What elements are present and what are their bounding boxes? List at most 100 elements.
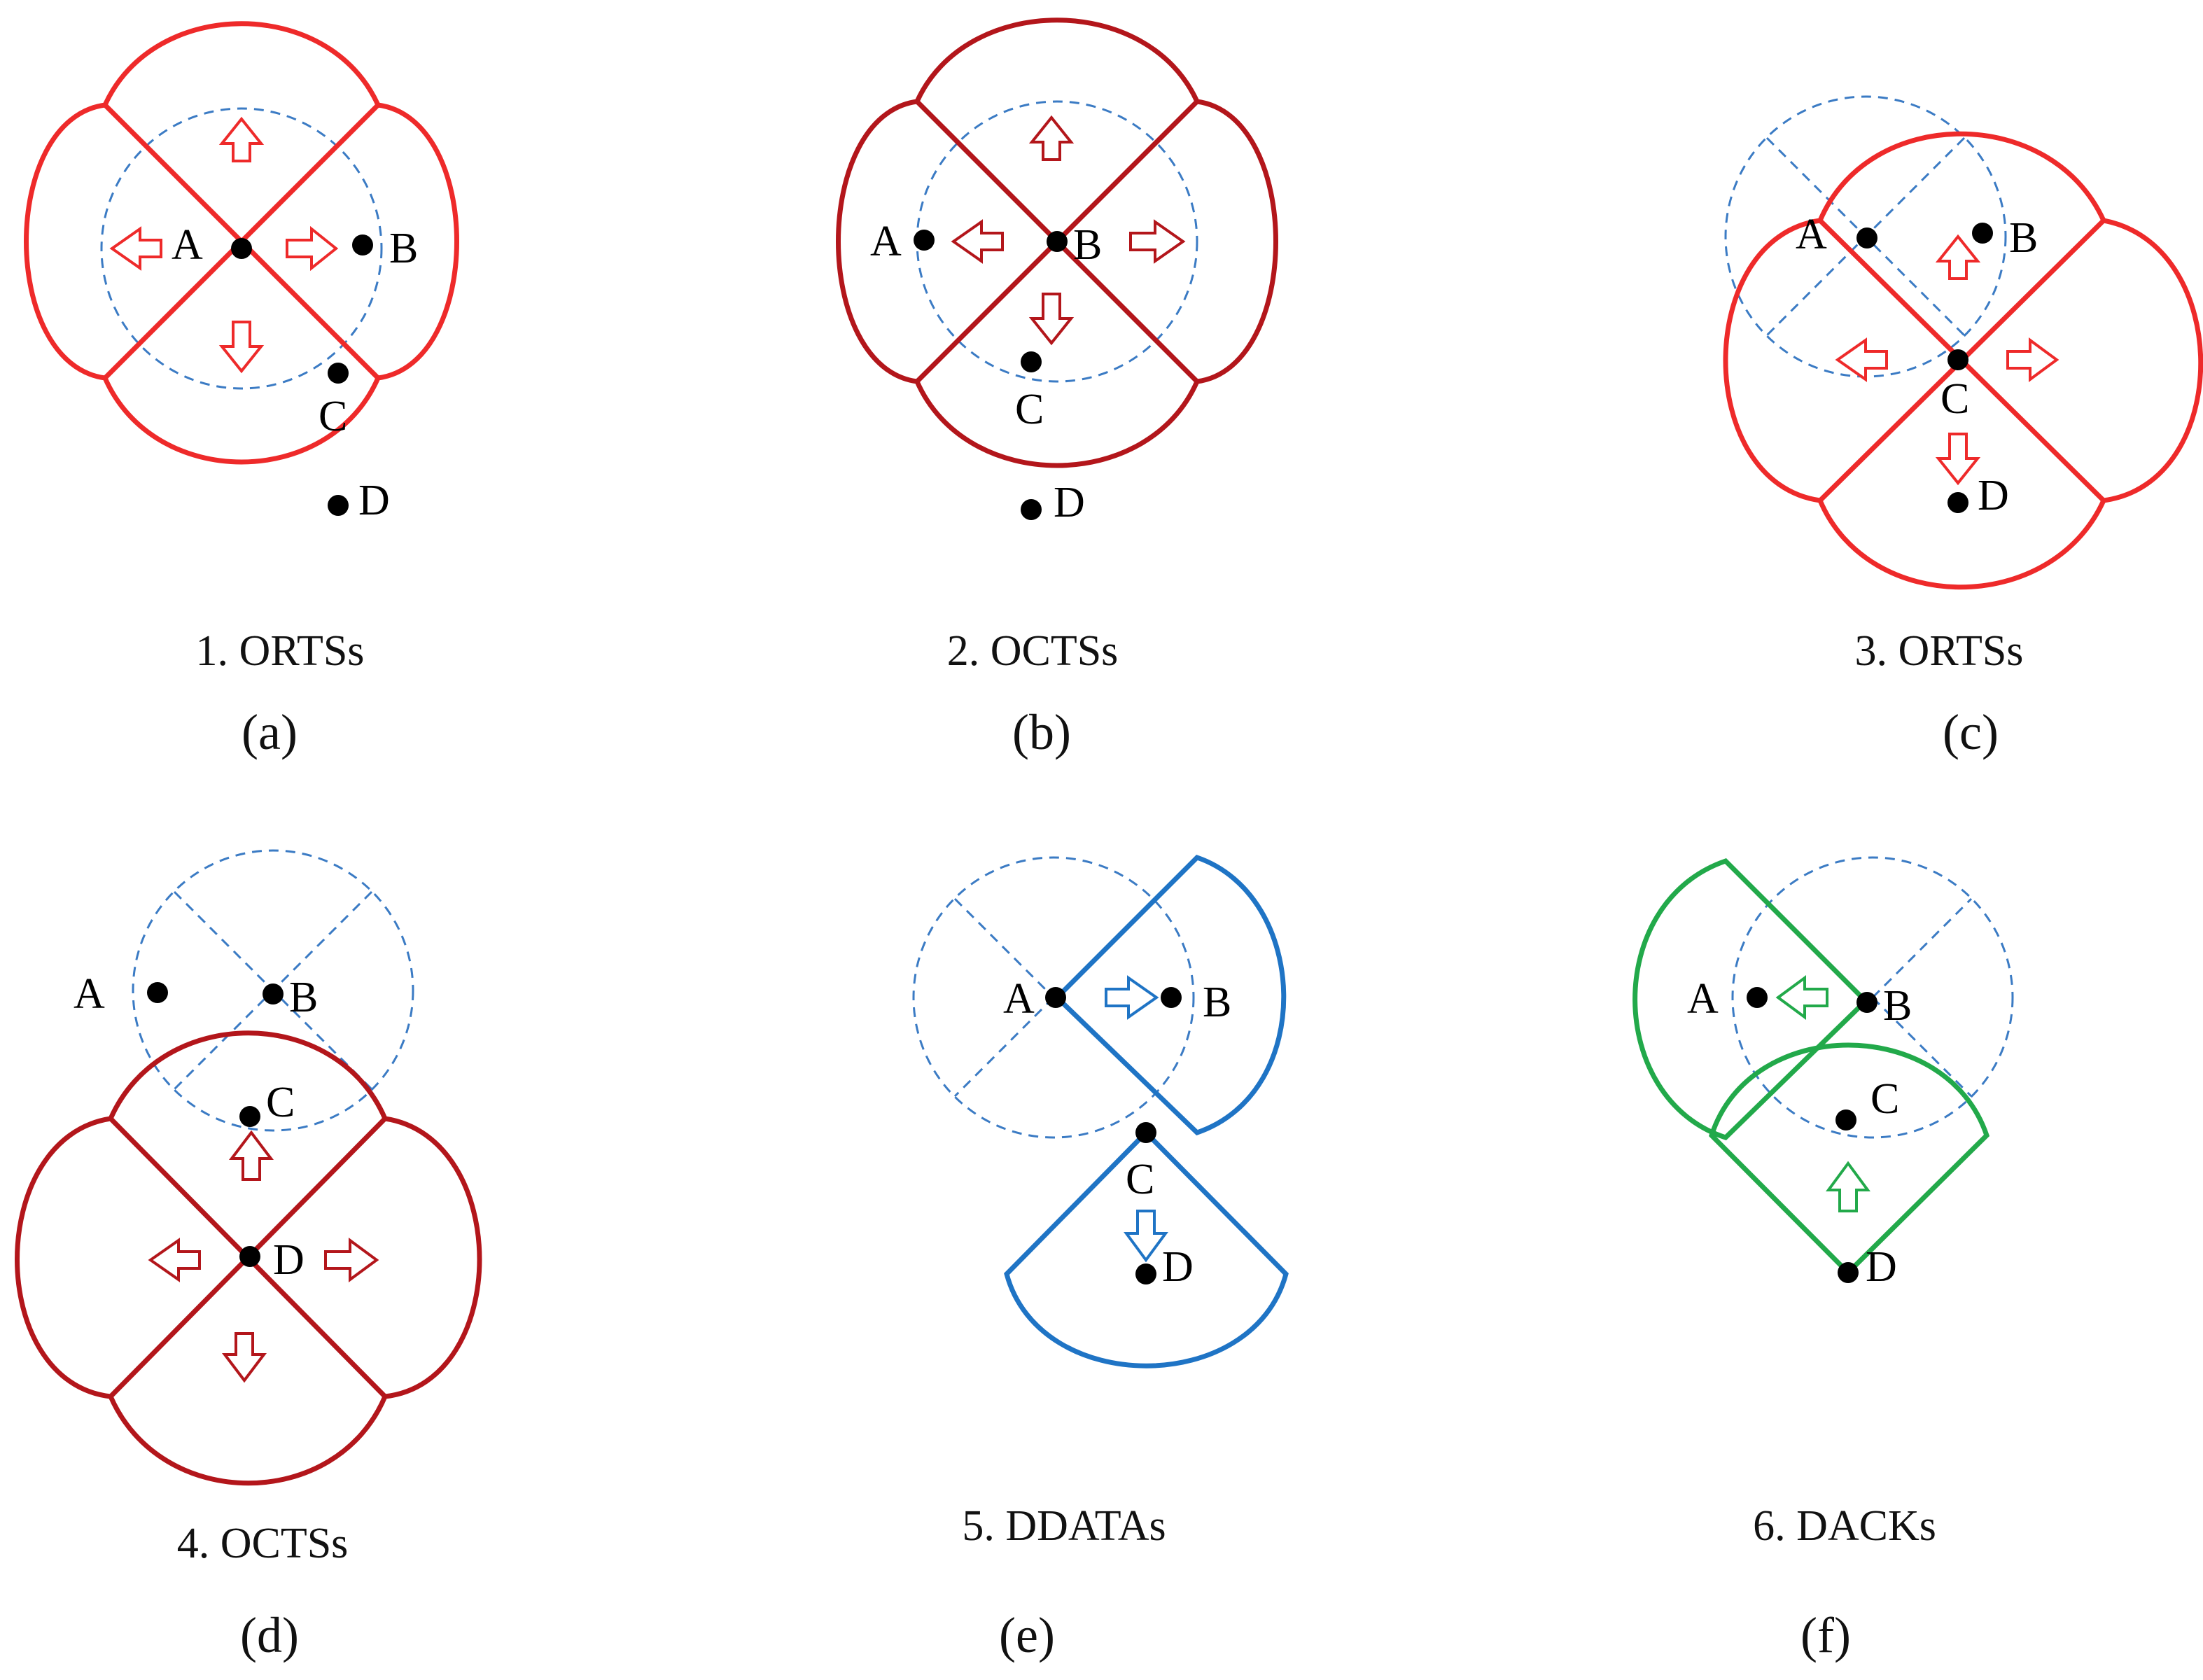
node-d-label: D [1054,479,1085,526]
node-d [328,495,349,516]
node-a-label: A [1796,211,1827,258]
node-d [1021,499,1042,520]
node-c-label: C [1126,1156,1154,1203]
node-b-label: B [1883,982,1912,1030]
node-a-label: A [1003,975,1035,1023]
arrow-down-icon [1028,293,1075,346]
ddata-beam-pattern [1004,854,1289,1368]
node-a [147,982,168,1003]
node-a-label: A [870,218,902,265]
node-b-label: B [389,225,418,272]
panel-a: A B C D 1. ORTSs (a) [24,21,459,760]
arrow-up-icon [218,116,265,162]
range-circle [912,856,1195,1139]
node-c [1135,1122,1156,1143]
range-sector-lines [953,897,1055,1098]
panel-caption: 5. DDATAs [962,1502,1166,1550]
arrow-up-icon [1028,115,1075,161]
node-b [1856,992,1877,1013]
node-a-label: A [1687,975,1719,1023]
arrow-right-icon [286,225,339,272]
node-d-label: D [1978,472,2009,519]
transmit-arrows [148,1130,379,1383]
range-circle [132,849,414,1132]
transmit-arrows [1835,234,2059,486]
arrow-right-icon [1105,975,1159,1020]
node-d-label: D [1162,1243,1194,1291]
node-d [1838,1262,1859,1283]
panel-caption: 6. DACKs [1753,1502,1936,1550]
range-circle [1731,856,2014,1139]
node-c-label: C [1015,386,1044,433]
node-b-label: B [1203,979,1231,1026]
node-b-label: B [2009,214,2038,262]
arrow-down-icon [1935,433,1981,486]
node-a [231,238,252,259]
panel-caption: 3. ORTSs [1855,627,2024,675]
panel-sublabel: (c) [1943,704,1999,760]
node-a [914,230,935,251]
panel-sublabel: (b) [1012,704,1071,760]
range-sector-lines [1871,897,1973,1098]
arrow-down-icon [1124,1210,1168,1263]
panel-caption: 2. OCTSs [947,627,1119,675]
panel-c: A B C D 3. ORTSs (c) [1723,95,2203,760]
orts-beam-pattern [24,21,459,465]
panel-e: A B C D 5. DDATAs (e) [912,854,1289,1663]
panel-b: A B C D 2. OCTSs (b) [836,18,1278,760]
arrow-left-icon [109,226,162,271]
node-a-label: A [172,221,203,269]
node-b [263,983,284,1004]
panel-caption: 1. ORTSs [196,627,365,675]
arrow-up-icon [228,1130,274,1181]
transmit-arrows [109,116,339,374]
transmit-arrows [1775,975,1870,1212]
node-c-label: C [266,1079,295,1126]
arrow-right-icon [324,1238,379,1282]
node-b [1047,231,1068,252]
arrow-up-icon [1935,234,1981,280]
range-circle [100,107,383,390]
arrow-left-icon [148,1238,201,1282]
node-c [1835,1110,1856,1130]
panel-caption: 4. OCTSs [177,1520,349,1567]
node-b-label: B [289,974,318,1021]
arrow-down-icon [221,1332,267,1383]
node-c-label: C [1870,1075,1899,1123]
arrow-left-icon [951,219,1004,264]
panel-sublabel: (d) [240,1607,299,1663]
node-c-label: C [319,393,347,440]
node-a [1045,987,1066,1008]
node-a-label: A [74,970,105,1018]
node-b [1972,223,1993,244]
arrow-left-icon [1775,975,1828,1020]
arrow-down-icon [218,321,265,374]
node-a [1747,987,1768,1008]
arrow-right-icon [1129,219,1186,264]
arrow-right-icon [2006,337,2059,382]
transmit-arrows [1105,975,1168,1263]
dack-beam-pattern [1632,858,1990,1276]
node-b [1161,987,1182,1008]
node-c [1021,351,1042,372]
panel-sublabel: (a) [242,704,298,760]
panel-f: A B C D 6. DACKs (f) [1632,856,2014,1663]
node-c [328,363,349,384]
node-d-label: D [273,1236,305,1284]
node-d-label: D [358,477,390,524]
node-d-label: D [1866,1243,1897,1291]
transmit-arrows [951,115,1186,346]
panel-d: A B C D 4. OCTSs (d) [15,849,482,1663]
node-d [239,1246,260,1267]
panel-sublabel: (f) [1800,1607,1851,1663]
node-b [352,234,373,255]
panel-sublabel: (e) [999,1607,1055,1663]
node-a [1856,227,1877,248]
arrow-up-icon [1826,1161,1870,1212]
node-d [1947,492,1968,513]
arrow-left-icon [1835,337,1888,382]
node-c [239,1106,260,1127]
node-c [1947,349,1968,370]
node-c-label: C [1940,375,1969,423]
